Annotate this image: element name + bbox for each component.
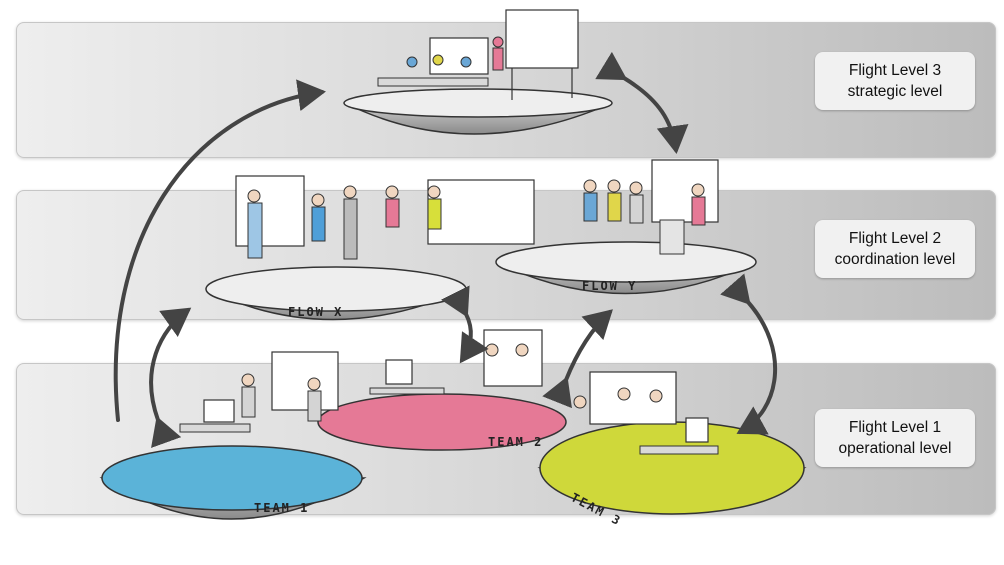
level-1-label: Flight Level 1 operational level: [815, 409, 975, 467]
flow-y-label: FLOW Y: [582, 279, 637, 293]
level-3-label: Flight Level 3 strategic level: [815, 52, 975, 110]
team-3-platform: [537, 371, 807, 515]
level-2-subtitle: coordination level: [834, 251, 956, 268]
level-3-title: Flight Level 3: [848, 62, 942, 79]
flow-x-platform: [205, 175, 535, 321]
level-2-title: Flight Level 2: [848, 230, 942, 247]
arrow-flowy-team3: [720, 273, 778, 435]
team-1-label: TEAM 1: [254, 501, 309, 515]
flow-y-platform: [495, 159, 757, 295]
strategic-platform: [343, 9, 613, 135]
level-1-title: Flight Level 1: [848, 419, 942, 436]
team-1-platform: [99, 351, 367, 520]
arrow-flowx-team2: [440, 285, 489, 364]
team-2-label: TEAM 2: [488, 435, 543, 449]
level-3-subtitle: strategic level: [847, 83, 943, 100]
arrow-strategic-flowy: [595, 51, 689, 154]
level-1-subtitle: operational level: [838, 440, 952, 457]
arrow-team3-flowy: [542, 309, 613, 409]
arrow-team1-to-strategic: [113, 79, 326, 422]
flow-x-label: FLOW X: [288, 305, 343, 319]
level-2-label: Flight Level 2 coordination level: [815, 220, 975, 278]
team-2-platform: [317, 329, 567, 451]
arrow-team1-flowx: [149, 307, 192, 448]
